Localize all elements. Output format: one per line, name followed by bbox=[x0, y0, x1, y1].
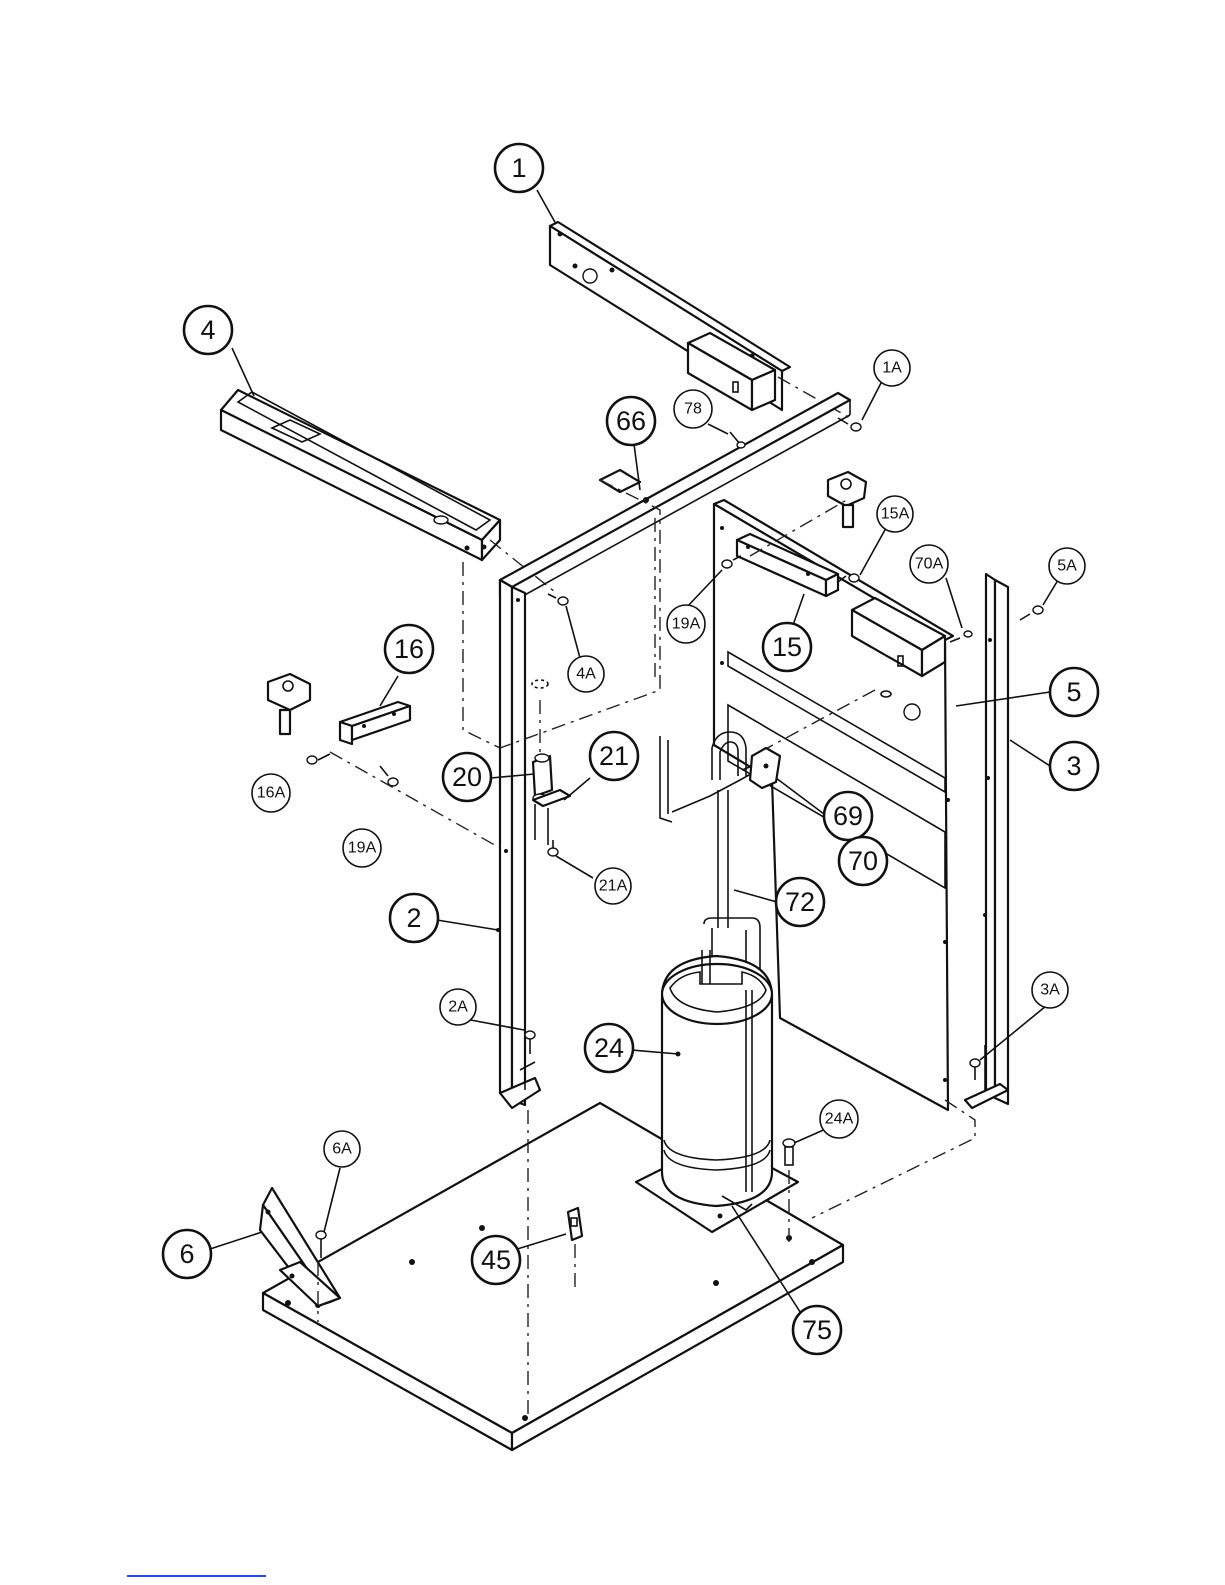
screw-4A bbox=[548, 594, 568, 605]
svg-text:4: 4 bbox=[200, 315, 215, 345]
svg-text:5A: 5A bbox=[1057, 558, 1077, 575]
svg-text:19A: 19A bbox=[672, 616, 701, 633]
svg-text:69: 69 bbox=[833, 801, 863, 831]
callout-21A: 21A bbox=[595, 868, 631, 904]
callout-78: 78 bbox=[674, 390, 712, 428]
knob-left bbox=[268, 674, 310, 734]
svg-text:6: 6 bbox=[179, 1239, 194, 1269]
svg-text:15: 15 bbox=[772, 632, 802, 662]
screw-2A bbox=[525, 1031, 535, 1054]
callout-16: 16 bbox=[385, 625, 433, 673]
rail-1 bbox=[550, 222, 850, 418]
svg-text:66: 66 bbox=[616, 406, 646, 436]
svg-text:16: 16 bbox=[394, 634, 424, 664]
callout-66: 66 bbox=[607, 397, 655, 445]
callout-4: 4 bbox=[184, 306, 232, 354]
callout-6: 6 bbox=[163, 1230, 211, 1278]
svg-text:2: 2 bbox=[406, 903, 421, 933]
callout-3: 3 bbox=[1050, 742, 1098, 790]
svg-text:19A: 19A bbox=[348, 840, 377, 857]
knob-top bbox=[828, 472, 866, 527]
svg-text:16A: 16A bbox=[257, 785, 286, 802]
svg-text:24: 24 bbox=[594, 1033, 624, 1063]
callout-2A: 2A bbox=[440, 989, 476, 1025]
callout-72: 72 bbox=[776, 878, 824, 926]
callout-24: 24 bbox=[585, 1024, 633, 1072]
screw-19A-left bbox=[380, 766, 398, 786]
svg-text:24A: 24A bbox=[825, 1111, 854, 1128]
callout-70A: 70A bbox=[910, 545, 948, 583]
svg-text:5: 5 bbox=[1066, 677, 1081, 707]
callout-69: 69 bbox=[824, 792, 872, 840]
svg-text:72: 72 bbox=[785, 887, 815, 917]
callout-5A: 5A bbox=[1049, 548, 1085, 584]
callout-1A: 1A bbox=[874, 350, 910, 386]
svg-text:3: 3 bbox=[1066, 751, 1081, 781]
callout-24A: 24A bbox=[820, 1100, 858, 1138]
callout-6A: 6A bbox=[324, 1131, 360, 1167]
svg-text:21A: 21A bbox=[599, 878, 628, 895]
svg-text:70: 70 bbox=[848, 846, 878, 876]
callout-15: 15 bbox=[763, 623, 811, 671]
callout-15A: 15A bbox=[877, 496, 913, 532]
svg-text:1: 1 bbox=[511, 153, 526, 183]
callout-75: 75 bbox=[793, 1306, 841, 1354]
svg-text:2A: 2A bbox=[448, 999, 468, 1016]
svg-text:20: 20 bbox=[452, 762, 482, 792]
svg-text:70A: 70A bbox=[915, 556, 944, 573]
callout-19A-left: 19A bbox=[343, 829, 381, 867]
footer-link-underline[interactable] bbox=[127, 1575, 266, 1577]
svg-text:4A: 4A bbox=[576, 666, 596, 683]
callout-5: 5 bbox=[1050, 668, 1098, 716]
svg-text:21: 21 bbox=[599, 741, 629, 771]
callout-3A: 3A bbox=[1032, 972, 1068, 1008]
callout-19A-top: 19A bbox=[667, 605, 705, 643]
compressor-24 bbox=[636, 950, 798, 1232]
screw-16A bbox=[307, 754, 330, 764]
screw-6A bbox=[316, 1231, 326, 1258]
screw-3A bbox=[970, 1059, 980, 1080]
callout-1: 1 bbox=[495, 144, 543, 192]
callout-45: 45 bbox=[472, 1236, 520, 1284]
screw-5A bbox=[1020, 606, 1043, 620]
callout-21: 21 bbox=[590, 732, 638, 780]
frame-3 bbox=[965, 574, 1043, 1108]
svg-text:75: 75 bbox=[802, 1315, 832, 1345]
pin-78 bbox=[730, 432, 745, 448]
callout-4A: 4A bbox=[568, 656, 604, 692]
svg-text:1A: 1A bbox=[882, 360, 902, 377]
svg-text:15A: 15A bbox=[881, 506, 910, 523]
callout-16A: 16A bbox=[252, 774, 290, 812]
callout-2: 2 bbox=[390, 894, 438, 942]
callout-70: 70 bbox=[839, 837, 887, 885]
screw-21A bbox=[548, 840, 558, 856]
svg-text:3A: 3A bbox=[1040, 982, 1060, 999]
callout-20: 20 bbox=[443, 753, 491, 801]
svg-text:78: 78 bbox=[684, 401, 702, 418]
svg-text:6A: 6A bbox=[332, 1141, 352, 1158]
svg-text:45: 45 bbox=[481, 1245, 511, 1275]
